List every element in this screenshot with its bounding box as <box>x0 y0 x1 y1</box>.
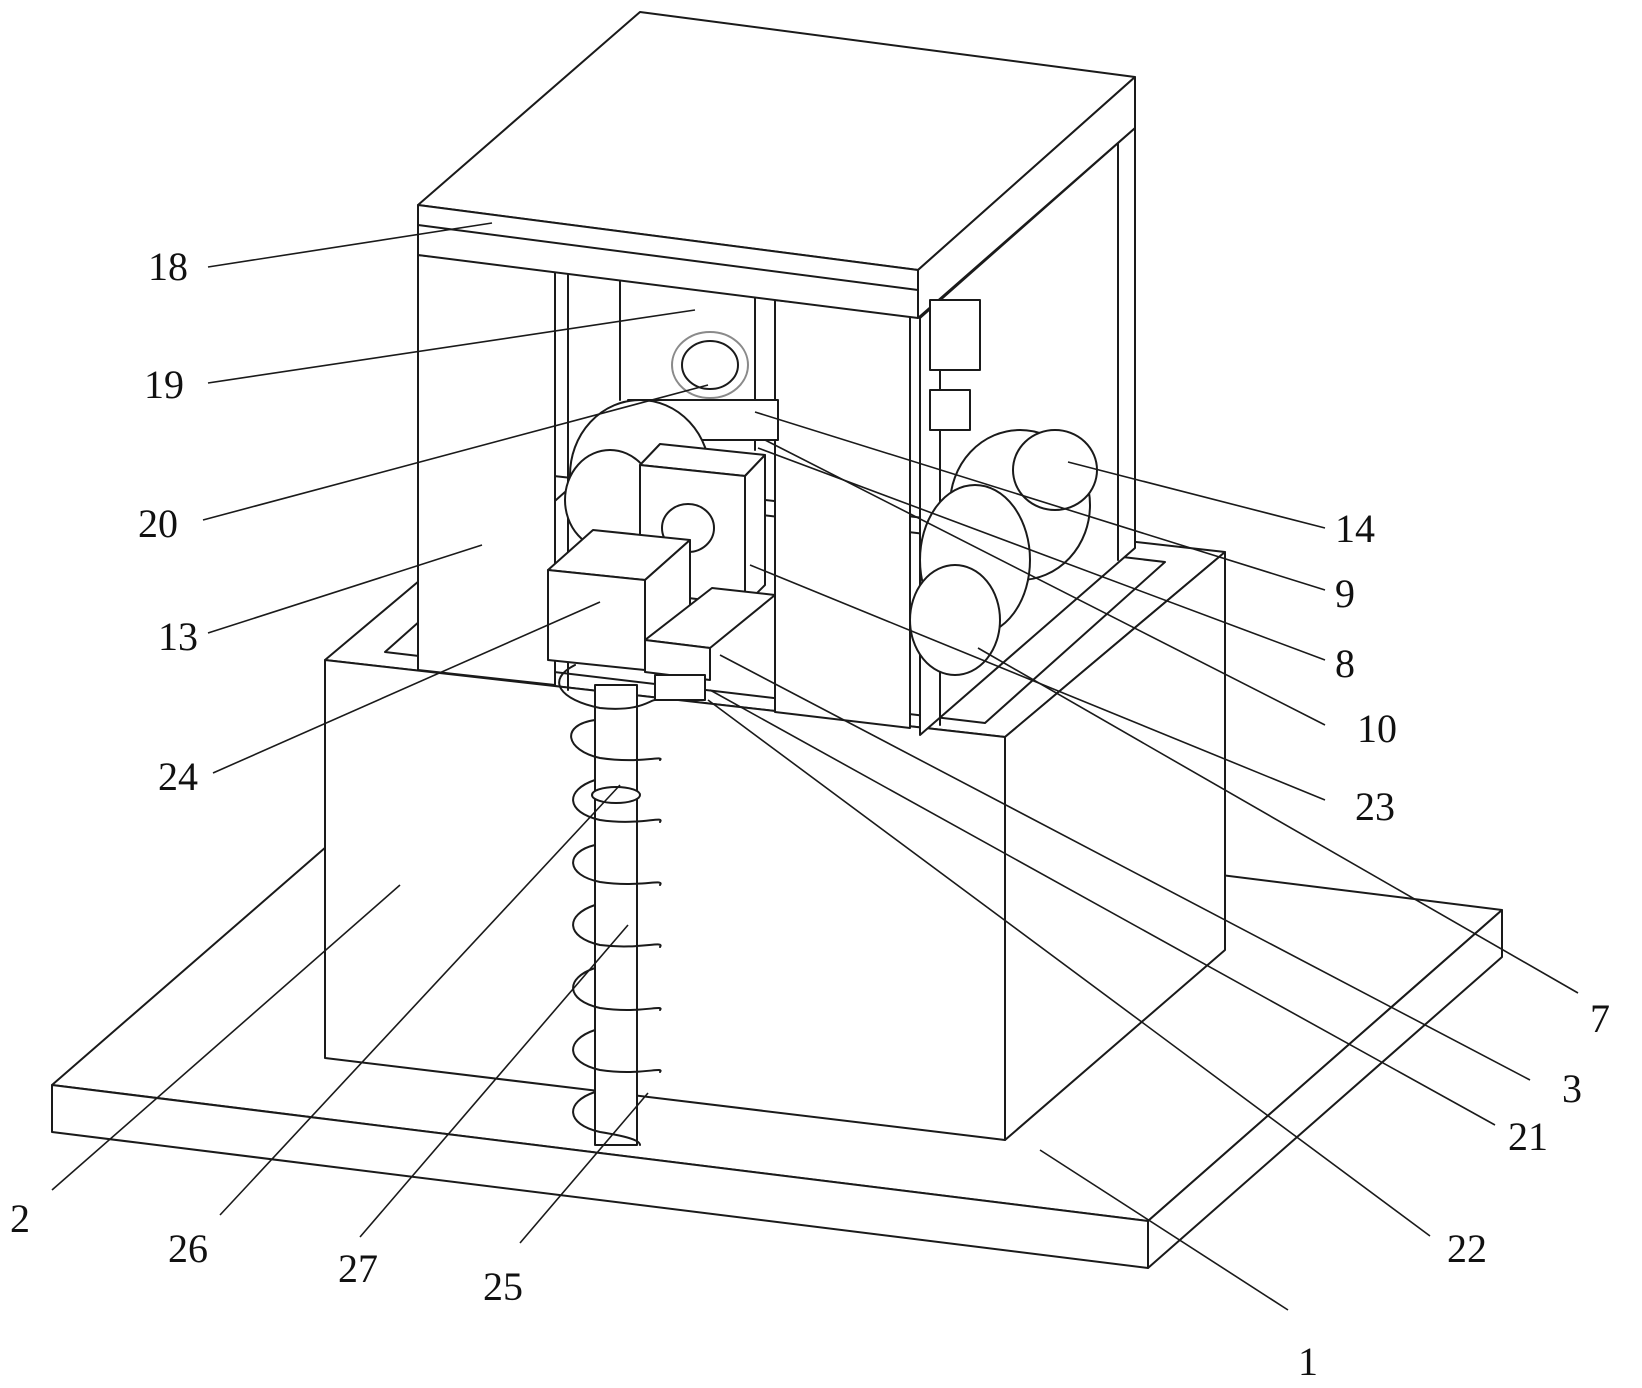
label-9: 9 <box>1335 571 1355 616</box>
leader-26 <box>219 784 621 1216</box>
leader-lines <box>51 222 1579 1311</box>
leader-8 <box>757 447 1326 661</box>
leader-1 <box>1039 1149 1289 1311</box>
spiral-flight <box>558 664 662 1146</box>
leader-3 <box>719 654 1531 1081</box>
label-26: 26 <box>168 1226 208 1271</box>
reference-numerals: 18 19 20 13 24 2 26 27 25 14 9 8 10 23 7… <box>10 244 1610 1384</box>
label-18: 18 <box>148 244 188 289</box>
leader-22 <box>707 699 1431 1237</box>
right-wheels <box>909 299 1098 676</box>
upper-frame <box>417 11 1136 736</box>
leader-9 <box>754 411 1326 591</box>
leader-25 <box>519 1092 649 1244</box>
drill-shaft <box>591 684 641 1146</box>
label-27: 27 <box>338 1246 378 1291</box>
label-25: 25 <box>483 1264 523 1309</box>
label-7: 7 <box>1590 996 1610 1041</box>
label-14: 14 <box>1335 506 1375 551</box>
label-2: 2 <box>10 1196 30 1241</box>
leader-21 <box>709 689 1496 1126</box>
label-19: 19 <box>144 362 184 407</box>
motor-box <box>547 529 691 671</box>
label-1: 1 <box>1298 1339 1318 1384</box>
label-23: 23 <box>1355 784 1395 829</box>
slide-plate <box>644 587 776 701</box>
label-21: 21 <box>1508 1114 1548 1159</box>
leader-18 <box>207 222 493 268</box>
leader-2 <box>51 884 401 1191</box>
leader-20 <box>202 384 709 521</box>
label-22: 22 <box>1447 1226 1487 1271</box>
leader-7 <box>977 647 1579 994</box>
leader-27 <box>359 924 629 1238</box>
label-10: 10 <box>1357 706 1397 751</box>
leader-10 <box>764 439 1326 726</box>
leader-24 <box>212 601 601 774</box>
label-3: 3 <box>1562 1066 1582 1111</box>
label-8: 8 <box>1335 641 1355 686</box>
leader-13 <box>207 544 483 634</box>
leader-19 <box>207 309 696 384</box>
label-20: 20 <box>138 501 178 546</box>
leader-14 <box>1067 461 1326 529</box>
label-24: 24 <box>158 754 198 799</box>
label-13: 13 <box>158 614 198 659</box>
